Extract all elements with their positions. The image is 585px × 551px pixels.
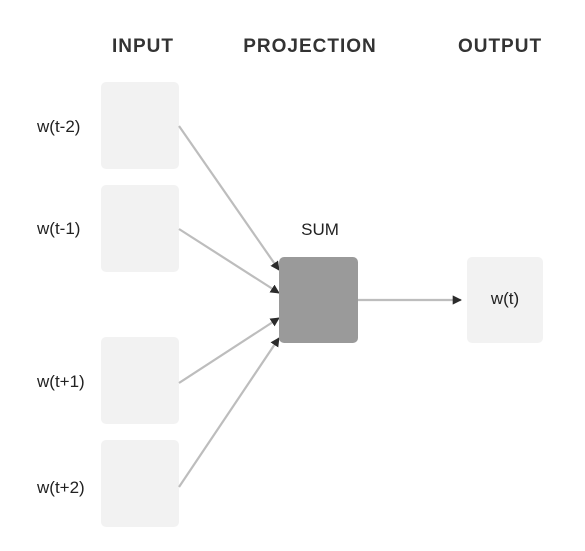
input-label-t-plus-2: w(t+2) bbox=[37, 478, 85, 497]
input-box-t-plus-1 bbox=[101, 337, 179, 424]
edge-t-minus-2-to-sum bbox=[178, 125, 280, 271]
edge-t-minus-1-to-sum bbox=[178, 228, 280, 294]
input-label-t-minus-1: w(t-1) bbox=[37, 219, 81, 238]
input-box-t-minus-2 bbox=[101, 82, 179, 169]
header-projection: PROJECTION bbox=[243, 36, 377, 57]
edge-t-plus-1-to-sum bbox=[178, 317, 280, 384]
output-box bbox=[467, 257, 543, 343]
input-label-t-plus-1: w(t+1) bbox=[37, 372, 85, 391]
output-label: w(t) bbox=[490, 289, 520, 308]
header-output: OUTPUT bbox=[457, 36, 543, 57]
input-box-t-minus-1 bbox=[101, 185, 179, 272]
sum-label: SUM bbox=[301, 220, 339, 239]
header-input: INPUT bbox=[112, 36, 174, 57]
input-box-t-plus-2 bbox=[101, 440, 179, 527]
input-label-t-minus-2: w(t-2) bbox=[37, 117, 81, 136]
edge-t-plus-2-to-sum bbox=[178, 337, 280, 488]
sum-box bbox=[279, 257, 358, 343]
